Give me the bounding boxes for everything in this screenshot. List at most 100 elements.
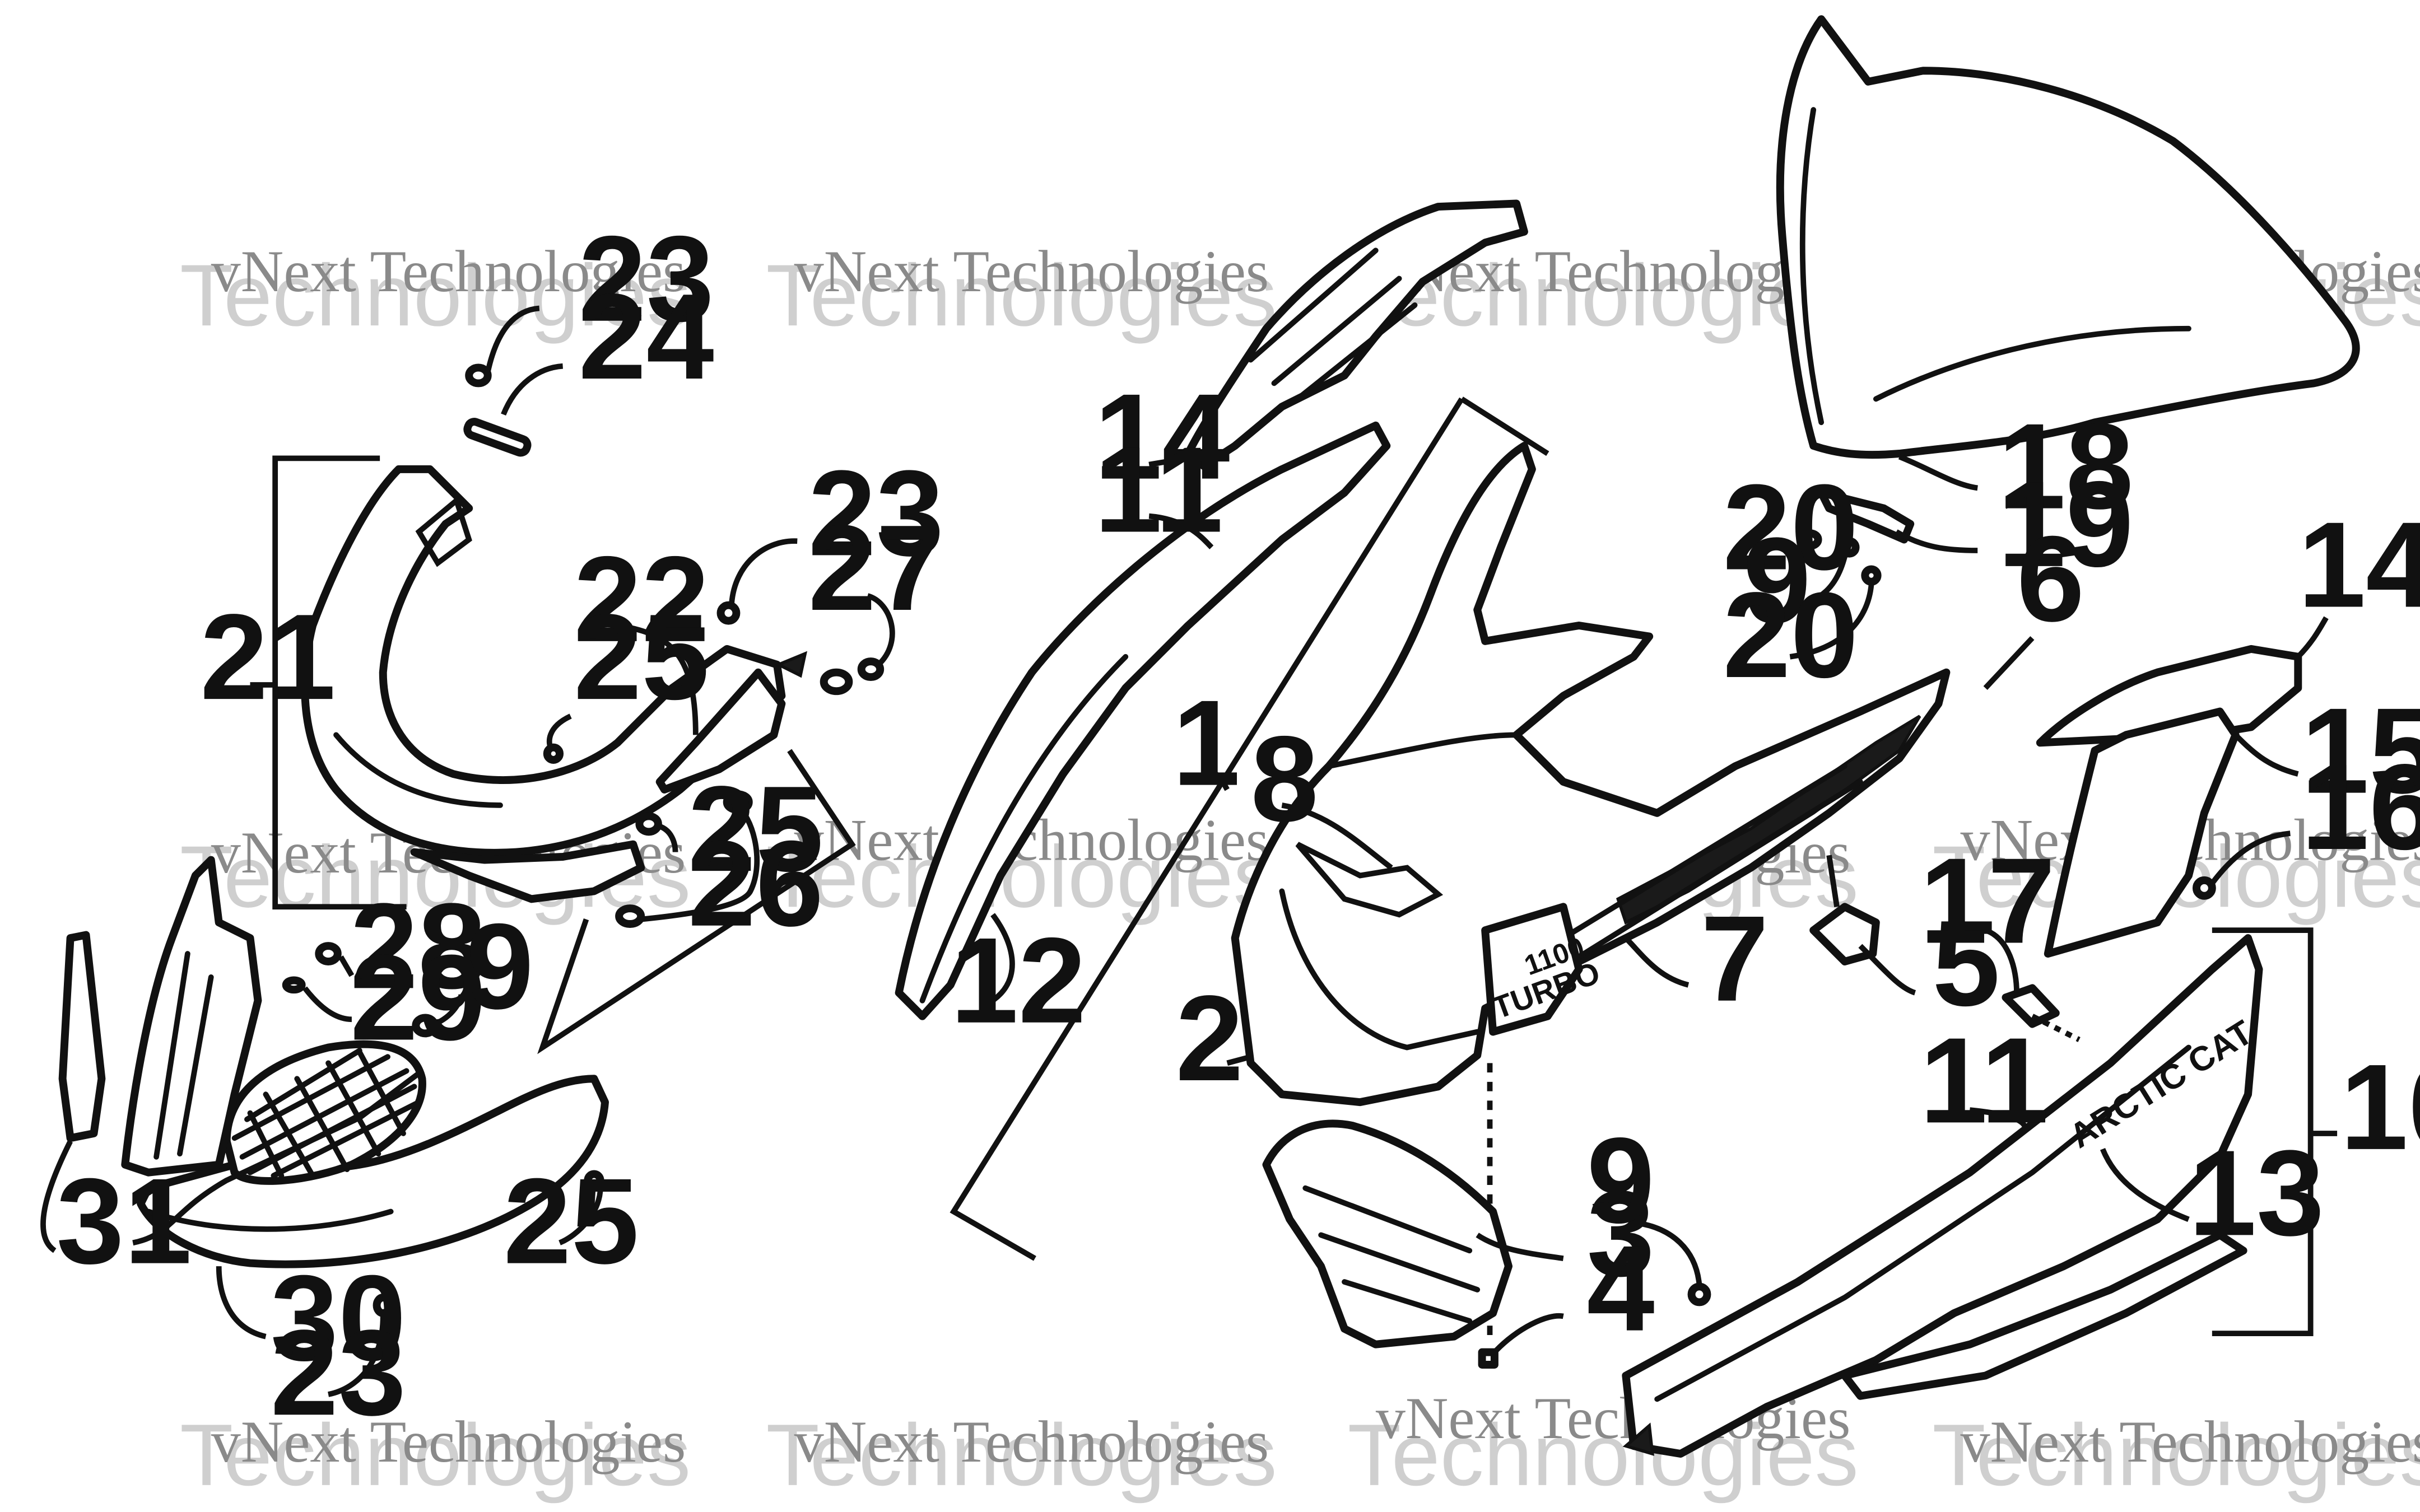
- watermark-text: Technologies: [1932, 1407, 2420, 1504]
- clip-27: [820, 668, 853, 696]
- callout-18: 18: [1998, 399, 2134, 535]
- leader-25c: [559, 1184, 603, 1245]
- callout-10: 10: [2340, 1039, 2420, 1175]
- callout-20: 20: [1723, 567, 1858, 703]
- callout-8: 8: [1251, 711, 1319, 847]
- callout-17: 17: [1920, 833, 2055, 969]
- hood-vent-detail: [1295, 842, 1444, 918]
- screw-23-mid: [716, 601, 741, 625]
- rivet-25c: [584, 1170, 604, 1191]
- callout-23: 23: [808, 445, 944, 581]
- callout-14: 14: [1094, 369, 1230, 505]
- callout-23: 23: [271, 1305, 406, 1441]
- watermark-text: Technologies: [180, 247, 691, 344]
- leader-9-bottom: [1633, 1220, 1702, 1286]
- leader-16: [2209, 830, 2291, 885]
- nut-27: [857, 657, 885, 682]
- rod-6: [1983, 636, 2035, 690]
- screw-20a: [1798, 529, 1822, 550]
- callout-30: 30: [271, 1250, 406, 1387]
- watermark-text: vNext Technologies: [211, 239, 686, 304]
- leader-20b: [1789, 584, 1874, 660]
- callout-9: 9: [1587, 1113, 1655, 1249]
- rail-13-detail: [1654, 1044, 2191, 1402]
- watermark-text: vNext Technologies: [794, 1409, 1269, 1474]
- clip-part-17: [2002, 984, 2060, 1028]
- leader-22: [617, 623, 699, 735]
- side-vent-panel: [121, 856, 262, 1177]
- callout-31: 31: [56, 1154, 192, 1290]
- leader-18: [1898, 454, 1978, 491]
- headlight-housing-part-3: [1262, 1119, 1513, 1348]
- callout-25: 25: [574, 589, 709, 725]
- nut-9-left: [412, 1014, 439, 1038]
- leader-14-right: [2296, 616, 2329, 659]
- leader-2: [1226, 1054, 1251, 1066]
- leader-13: [2100, 1148, 2190, 1222]
- leader-30: [216, 1266, 267, 1340]
- callout-24: 24: [579, 269, 714, 405]
- left-assembly: [40, 305, 895, 1397]
- leader-5: [1858, 944, 1916, 996]
- right-assembly: ARCTIC CAT: [1622, 15, 2360, 1458]
- screw-16: [2192, 876, 2216, 900]
- callout-12: 12: [951, 913, 1086, 1049]
- callout-5: 5: [1932, 895, 2000, 1032]
- leader-31b: [40, 1140, 73, 1253]
- housing-ribs: [1302, 1185, 1481, 1324]
- screw-20b: [1861, 565, 1882, 586]
- side-panel-part-15: [2044, 707, 2240, 958]
- callout-25: 25: [504, 1154, 639, 1290]
- callout-23: 23: [579, 211, 714, 347]
- watermark-text: vNext Technologies: [211, 1409, 686, 1474]
- watermark-text: Technologies: [766, 247, 1277, 344]
- grommet-26: [615, 904, 645, 928]
- leader-12: [983, 913, 1015, 1008]
- callout-27: 27: [808, 500, 944, 636]
- leader-25b: [655, 823, 678, 852]
- leader-19: [1895, 529, 1978, 553]
- callout-20: 20: [1723, 460, 1858, 596]
- watermark-text: Technologies: [766, 1407, 1277, 1504]
- arrow-marker: [775, 651, 808, 678]
- callout-26: 26: [688, 816, 823, 952]
- callout-9: 9: [1743, 512, 1811, 648]
- callout-11: 11: [1920, 1012, 2049, 1149]
- watermark-text: vNext Technologies: [1961, 1409, 2420, 1474]
- leader-9-mid: [1789, 556, 1847, 610]
- trim-strip-left: [58, 931, 106, 1142]
- vent-ribs: [153, 951, 214, 1160]
- side-rail-part-13: [1622, 934, 2263, 1458]
- callout-15: 15: [2301, 683, 2420, 819]
- bumper-detail: [333, 732, 503, 808]
- callout-3: 3: [1587, 1166, 1655, 1302]
- leader-17b: [2031, 1014, 2081, 1042]
- leader-5b: [1826, 855, 1840, 908]
- callout-6: 6: [2017, 511, 2084, 647]
- leader-17: [1984, 927, 2019, 993]
- leader-3: [1476, 1233, 1564, 1262]
- callout-22: 22: [574, 531, 709, 668]
- screw-23-top: [465, 363, 492, 388]
- center-assembly: 1100 TURBO: [895, 199, 1951, 1369]
- bumper-lower-trim: [410, 840, 645, 903]
- callout-25: 25: [688, 761, 823, 897]
- leader-8: [1281, 802, 1393, 870]
- hood-side-panel-7: [1481, 903, 1583, 1036]
- watermark-text: Technologies: [1348, 1407, 1859, 1504]
- leader-4: [1492, 1313, 1564, 1354]
- side-rail-part-11: [895, 421, 1391, 1020]
- callout-13: 13: [2189, 1125, 2324, 1261]
- callout-9: 9: [466, 899, 534, 1035]
- leader-1: [1203, 768, 1230, 791]
- callout-19: 19: [1998, 456, 2134, 592]
- frame-line-1: [950, 396, 1549, 1261]
- callout-21: 21: [200, 589, 336, 725]
- leader-23-bottom: [328, 1316, 386, 1397]
- watermark-text: Technologies: [180, 1407, 691, 1504]
- leader-26: [640, 805, 760, 922]
- screw-28: [315, 942, 342, 965]
- leader-29: [302, 986, 352, 1023]
- leader-23-mid: [729, 538, 798, 604]
